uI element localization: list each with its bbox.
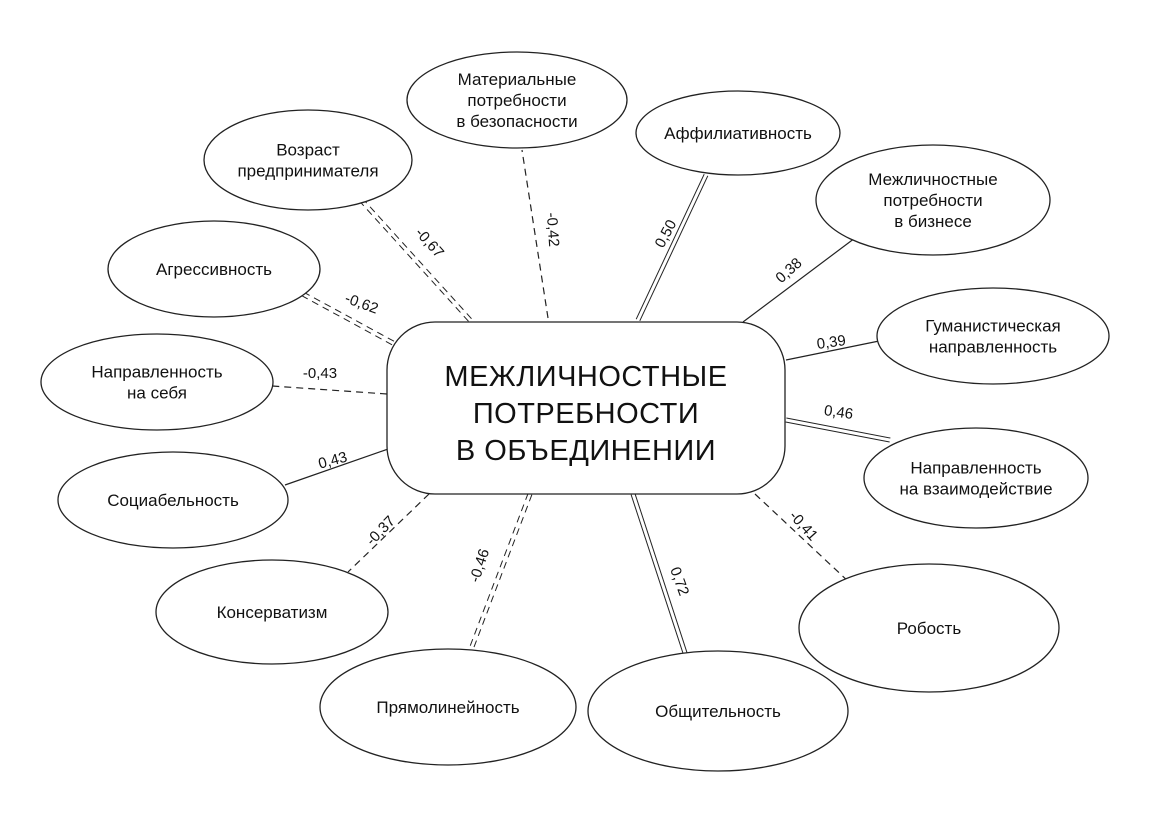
edge-label-conservatism: -0,37 xyxy=(363,513,399,549)
edge-label-interaction: 0,46 xyxy=(823,402,854,423)
edge-label-humanistic: 0,39 xyxy=(816,332,847,353)
node-ellipse-business xyxy=(815,144,1051,256)
node-label-sociability-1: Общительность xyxy=(655,702,781,721)
edge-line-straightness-1 xyxy=(471,494,533,653)
edge-line-business xyxy=(742,237,856,323)
node-timidity: Робость xyxy=(798,563,1060,693)
edge-line-sociableness xyxy=(284,447,392,486)
edge-label-material: -0,42 xyxy=(543,212,562,247)
node-age: Возраст предпринимателя xyxy=(203,109,413,211)
edge-business: 0,38 xyxy=(742,237,856,323)
edge-line-aggressiveness-1 xyxy=(299,294,393,346)
edge-affiliation: 0,50 xyxy=(635,173,709,322)
edge-line-humanistic xyxy=(785,339,885,361)
node-affiliation: Аффилиативность xyxy=(635,90,841,176)
edge-line-affiliation-2 xyxy=(639,175,709,322)
node-label-material-3: в безопасности xyxy=(456,112,577,131)
node-label-humanistic-1: Гуманистическая xyxy=(925,317,1060,336)
node-label-self-1: Направленность xyxy=(91,363,222,382)
node-label-business-2: потребности xyxy=(883,191,982,210)
edge-line-sociability-1 xyxy=(634,493,689,656)
node-ellipse-straightness xyxy=(319,648,577,766)
edge-line-aggressiveness-2 xyxy=(301,290,395,342)
node-label-aggressiveness-1: Агрессивность xyxy=(156,260,272,279)
edge-line-affiliation-1 xyxy=(635,173,705,320)
node-label-interaction-1: Направленность xyxy=(910,459,1041,478)
node-label-material-2: потребности xyxy=(467,91,566,110)
edge-label-age: -0,67 xyxy=(412,225,448,262)
edge-line-interaction-2 xyxy=(785,421,890,443)
edge-line-material xyxy=(521,149,549,319)
node-aggressiveness: Агрессивность xyxy=(107,220,321,318)
edge-material: -0,42 xyxy=(521,149,562,319)
edge-line-sociability-2 xyxy=(630,494,685,657)
center-title-line-3: В ОБЪЕДИНЕНИИ xyxy=(456,435,716,467)
node-ellipse-aggressiveness xyxy=(107,220,321,318)
edge-sociableness: 0,43 xyxy=(284,447,392,486)
node-label-conservatism-1: Консерватизм xyxy=(217,603,328,622)
node-ellipse-sociability xyxy=(587,650,849,772)
edge-interaction: 0,46 xyxy=(785,402,891,443)
center-box xyxy=(386,321,786,495)
node-ellipse-conservatism xyxy=(155,559,389,665)
edge-straightness: -0,46 xyxy=(466,493,533,653)
edge-timidity: -0,41 xyxy=(754,493,851,584)
edge-sociability: 0,72 xyxy=(630,493,692,657)
node-label-age-1: Возраст xyxy=(276,141,340,160)
edge-line-age-1 xyxy=(361,203,469,322)
edge-label-straightness: -0,46 xyxy=(466,547,493,585)
edge-humanistic: 0,39 xyxy=(785,332,885,361)
edge-label-aggressiveness: -0,62 xyxy=(343,290,381,318)
edge-label-sociability: 0,72 xyxy=(666,565,692,598)
node-straightness: Прямолинейность xyxy=(319,648,577,766)
node-interaction: Направленность на взаимодействие xyxy=(863,427,1089,529)
node-label-timidity-1: Робость xyxy=(897,619,962,638)
node-ellipse-self xyxy=(40,333,274,431)
edge-self: -0,43 xyxy=(271,365,388,395)
center-title-line-2: ПОТРЕБНОСТИ xyxy=(473,398,699,430)
node-business: Межличностные потребности в бизнесе xyxy=(815,144,1051,256)
node-label-straightness-1: Прямолинейность xyxy=(376,698,519,717)
node-label-self-2: на себя xyxy=(127,384,187,403)
node-label-interaction-2: на взаимодействие xyxy=(899,480,1052,499)
node-label-business-3: в бизнесе xyxy=(894,212,972,231)
node-label-business-1: Межличностные xyxy=(868,170,997,189)
edge-line-age-2 xyxy=(364,200,472,319)
center-title-line-1: МЕЖЛИЧНОСТНЫЕ xyxy=(444,361,727,393)
edge-line-self xyxy=(271,385,388,395)
node-ellipse-affiliation xyxy=(635,90,841,176)
node-label-affiliation-1: Аффилиативность xyxy=(664,124,812,143)
node-ellipse-humanistic xyxy=(876,287,1110,385)
edge-label-sociableness: 0,43 xyxy=(317,449,350,473)
node-label-material-1: Материальные xyxy=(458,70,577,89)
node-self: Направленность на себя xyxy=(40,333,274,431)
nodes-layer: Материальные потребности в безопасностиАфф… xyxy=(40,51,1110,772)
node-ellipse-material xyxy=(406,51,628,149)
node-label-humanistic-2: направленность xyxy=(929,338,1057,357)
node-label-sociableness-1: Социабельность xyxy=(107,491,239,510)
node-label-age-2: предпринимателя xyxy=(237,162,378,181)
edge-conservatism: -0,37 xyxy=(347,493,430,573)
edge-label-self: -0,43 xyxy=(303,365,337,382)
node-sociability: Общительность xyxy=(587,650,849,772)
node-ellipse-timidity xyxy=(798,563,1060,693)
node-sociableness: Социабельность xyxy=(57,451,289,549)
edge-line-timidity xyxy=(754,493,851,584)
edge-line-straightness-2 xyxy=(467,493,529,652)
node-ellipse-age xyxy=(203,109,413,211)
node-material: Материальные потребности в безопасности xyxy=(406,51,628,149)
node-ellipse-sociableness xyxy=(57,451,289,549)
node-humanistic: Гуманистическая направленность xyxy=(876,287,1110,385)
edge-label-business: 0,38 xyxy=(772,255,805,287)
center-node: МЕЖЛИЧНОСТНЫЕ ПОТРЕБНОСТИ В ОБЪЕДИНЕНИИ xyxy=(386,321,786,495)
edge-line-conservatism xyxy=(347,493,430,573)
edge-line-interaction-1 xyxy=(786,417,891,439)
node-conservatism: Консерватизм xyxy=(155,559,389,665)
node-ellipse-interaction xyxy=(863,427,1089,529)
edge-aggressiveness: -0,62 xyxy=(299,290,395,346)
